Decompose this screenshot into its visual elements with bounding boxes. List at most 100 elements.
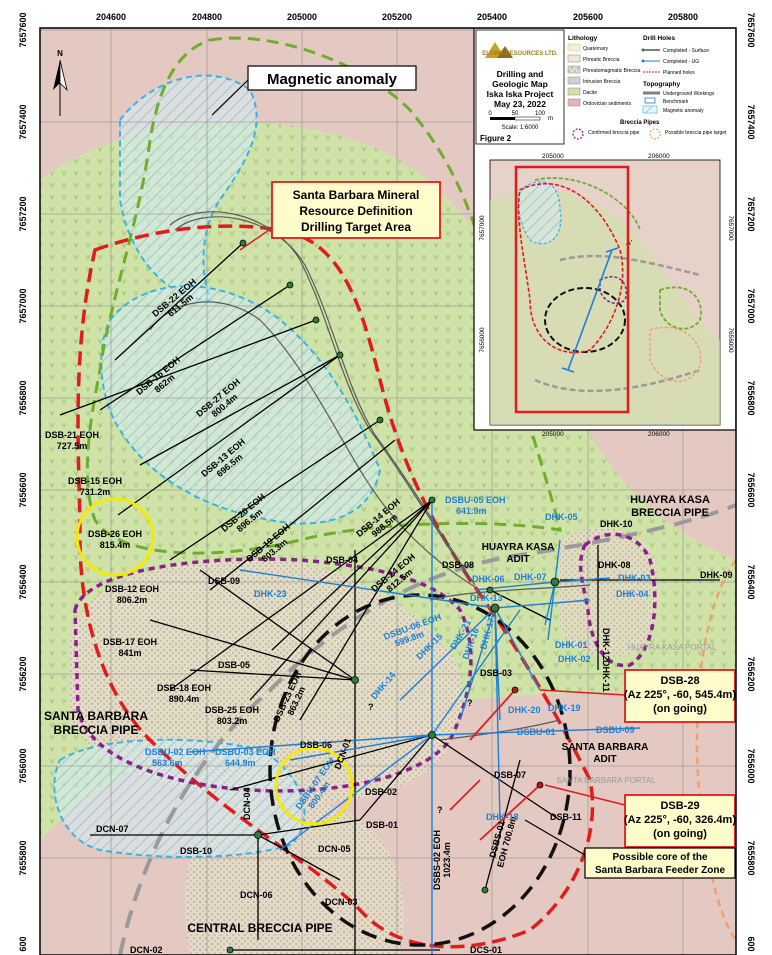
- lithology-title: Lithology: [568, 35, 598, 42]
- label-dhk04: DHK-04: [616, 589, 649, 599]
- dsb29-callout: DSB-29(Az 225°, -60, 326.4m)(on going): [544, 784, 736, 848]
- label-q3: ?: [437, 805, 443, 815]
- label-dhk08: DHK-08: [598, 560, 631, 570]
- svg-text:7657000: 7657000: [727, 215, 734, 241]
- svg-text:7656400: 7656400: [746, 564, 756, 599]
- label-dhk09: DHK-09: [700, 570, 733, 580]
- label-dcn03: DCN-03: [325, 897, 358, 907]
- company-name: ELORO RESOURCES LTD.: [482, 51, 558, 57]
- label-dhk06: DHK-06: [472, 574, 505, 584]
- label-dhk23: DHK-23: [254, 589, 287, 599]
- label-dhk10: DHK-10: [600, 519, 633, 529]
- svg-text:205000: 205000: [287, 12, 317, 22]
- label-dhk02: DHK-02: [558, 654, 591, 664]
- label-dsb03: DSB-03: [480, 668, 512, 678]
- svg-text:Magnetic anomaly: Magnetic anomaly: [663, 108, 704, 114]
- svg-text:Dacite: Dacite: [583, 90, 597, 96]
- label-dcn02: DCN-02: [130, 945, 163, 955]
- label-dsbu01: DSBU-01: [517, 727, 556, 737]
- target-area-boundary: [76, 224, 595, 949]
- svg-text:7656600: 7656600: [18, 472, 28, 507]
- svg-text:205000: 205000: [542, 431, 564, 438]
- svg-text:DSB-28(Az 225°, -60, 545.4m)(o: DSB-28(Az 225°, -60, 545.4m)(on going): [624, 675, 736, 715]
- label-dhk20: DHK-20: [508, 705, 541, 715]
- magnetic-anomaly-south: [53, 738, 306, 858]
- company-logo: ELORO RESOURCES LTD.: [482, 42, 558, 58]
- santa-barbara-breccia-pipe: [73, 557, 473, 793]
- huayra-kasa-area: [560, 527, 659, 658]
- svg-text:7657000: 7657000: [746, 288, 756, 323]
- svg-text:7657000: 7657000: [18, 288, 28, 323]
- feeder-zone-outline: [268, 593, 572, 947]
- svg-text:Ordovician sediments: Ordovician sediments: [583, 101, 632, 107]
- svg-text:7656000: 7656000: [18, 748, 28, 783]
- drill-holes-title: Drill Holes: [643, 35, 676, 42]
- svg-text:204800: 204800: [192, 12, 222, 22]
- svg-text:205000: 205000: [542, 153, 564, 160]
- label-dsb06: DSB-06: [300, 740, 332, 750]
- svg-text:205800: 205800: [668, 12, 698, 22]
- svg-text:7657000: 7657000: [479, 215, 486, 241]
- svg-text:7657600: 7657600: [18, 12, 28, 47]
- svg-text:7656000: 7656000: [727, 327, 734, 353]
- map-border: [39, 27, 737, 955]
- svg-text:7656800: 7656800: [18, 380, 28, 415]
- y-coordinate-labels-right: 7657600 7657400 7657200 7657000 7656800 …: [746, 12, 756, 951]
- label-dsbs02: DSBS-02 EOH1023.4m: [432, 830, 452, 890]
- label-dsbu09: DSBU-09: [596, 725, 635, 735]
- possible-pipe-target: [695, 559, 736, 941]
- svg-text:206000: 206000: [648, 431, 670, 438]
- svg-text:7657200: 7657200: [18, 196, 28, 231]
- label-dcn04: DCN-04: [242, 787, 252, 820]
- svg-text:7656800: 7656800: [746, 380, 756, 415]
- magnetic-anomaly-central: [100, 285, 382, 525]
- dacite-boundary-dashed: [85, 36, 563, 555]
- inset-extent-box: [514, 165, 630, 414]
- label-dhk19: DHK-19: [548, 703, 581, 713]
- figure-number: Figure 2: [480, 134, 512, 143]
- label-dcn05: DCN-05: [318, 844, 351, 854]
- svg-text:600: 600: [746, 936, 756, 951]
- label-dsb10: DSB-10: [180, 846, 212, 856]
- map-body: DSB-22 EOH611.5m DSB-16 EOH862m DSB-27 E…: [40, 28, 736, 955]
- label-dsb04: DSB-04: [326, 555, 358, 565]
- svg-text:Intrusion Breccia: Intrusion Breccia: [583, 79, 620, 85]
- label-q1: ?: [368, 702, 374, 712]
- label-dhk18: DHK-18: [486, 812, 519, 822]
- svg-text:7656400: 7656400: [18, 564, 28, 599]
- svg-text:Planned holes: Planned holes: [663, 70, 695, 76]
- svg-text:7656600: 7656600: [746, 472, 756, 507]
- label-dhk11: DHK-11: [601, 660, 611, 692]
- svg-text:204600: 204600: [96, 12, 126, 22]
- label-dhk07: DHK-07: [514, 572, 547, 582]
- ug-drill-traces: [189, 500, 641, 955]
- svg-text:205400: 205400: [477, 12, 507, 22]
- drill-collars: [226, 239, 560, 954]
- label-dsb05: DSB-05: [218, 660, 250, 670]
- label-dsb08: DSB-08: [442, 560, 474, 570]
- svg-text:DSB-29(Az 225°, -60, 326.4m)(o: DSB-29(Az 225°, -60, 326.4m)(on going): [624, 800, 736, 840]
- label-dhk05: DHK-05: [545, 512, 578, 522]
- svg-text:7657600: 7657600: [746, 12, 756, 47]
- svg-text:Underground Workings: Underground Workings: [663, 91, 715, 97]
- planned-holes: [449, 689, 541, 841]
- label-dsb07: DSB-07: [494, 770, 526, 780]
- north-arrow-letter: N: [57, 49, 63, 58]
- svg-text:600: 600: [18, 936, 28, 951]
- svg-text:7656200: 7656200: [746, 656, 756, 691]
- label-huayra-kasa-portal: HUAYRA KASA PORTAL: [628, 643, 717, 652]
- svg-text:Completed - Surface: Completed - Surface: [663, 48, 709, 54]
